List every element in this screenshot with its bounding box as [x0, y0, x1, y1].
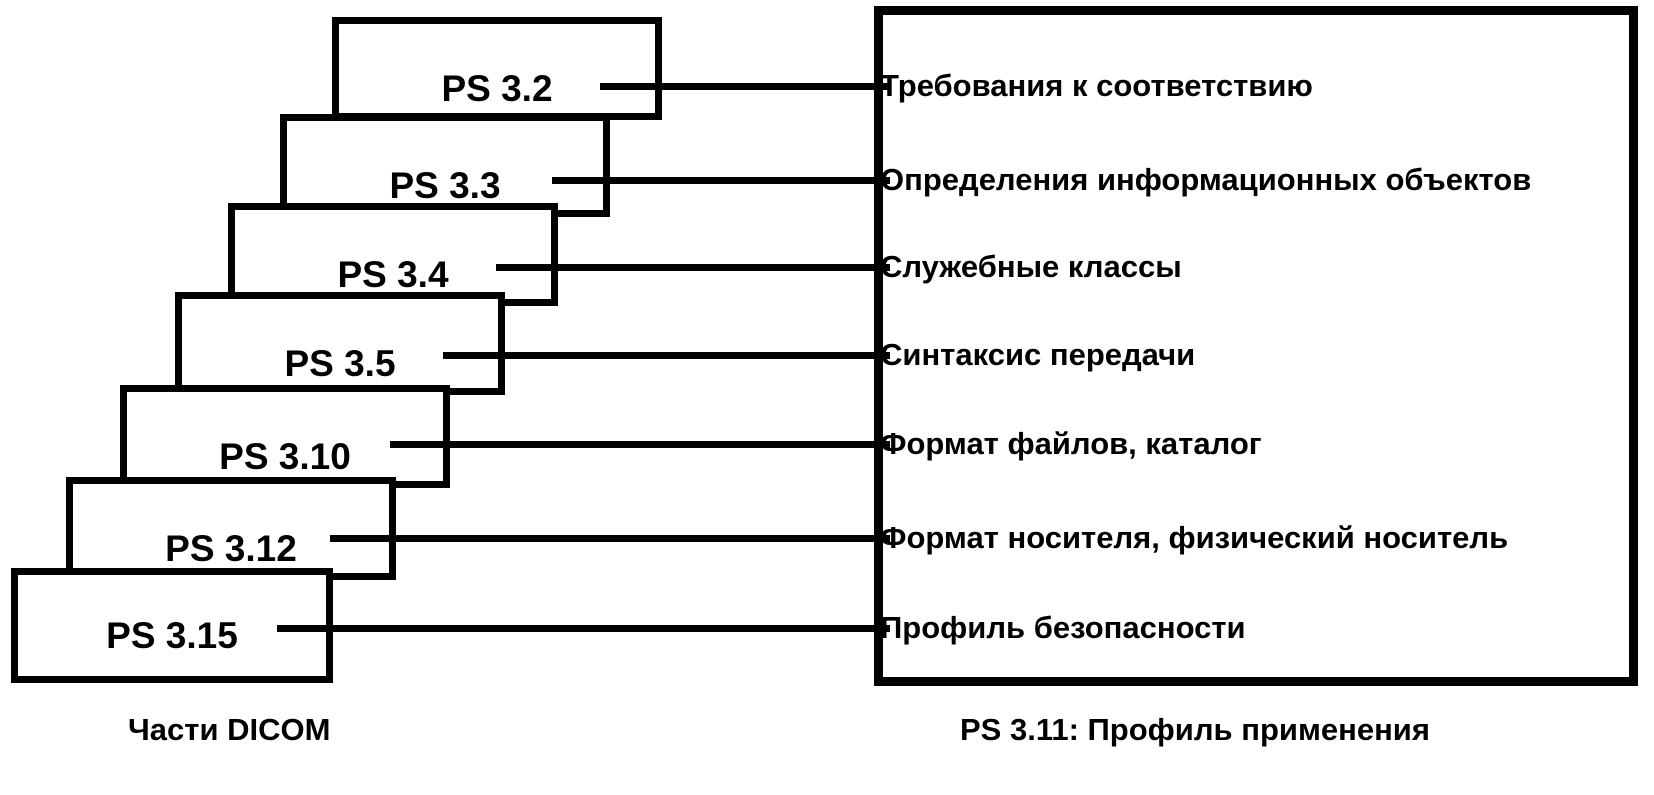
leader-line-ps-3-3	[552, 177, 890, 184]
description-ps-3-2: Требования к соответствию	[880, 68, 1313, 103]
leader-line-ps-3-2	[600, 83, 890, 90]
application-profile-box	[874, 6, 1638, 686]
description-ps-3-3: Определения информационных объектов	[880, 162, 1532, 197]
leader-line-ps-3-15	[277, 625, 890, 632]
part-label-ps-3-4: PS 3.4	[337, 254, 449, 295]
part-label-ps-3-15: PS 3.15	[106, 615, 238, 656]
part-box-ps-3-10[interactable]: PS 3.10	[120, 385, 450, 488]
part-box-ps-3-5[interactable]: PS 3.5	[175, 292, 505, 395]
part-box-ps-3-2[interactable]: PS 3.2	[332, 17, 662, 120]
leader-line-ps-3-12	[330, 535, 890, 542]
part-label-ps-3-12: PS 3.12	[165, 528, 297, 569]
leader-line-ps-3-5	[443, 352, 890, 359]
part-label-ps-3-10: PS 3.10	[219, 436, 351, 477]
part-box-ps-3-12[interactable]: PS 3.12	[66, 477, 396, 580]
caption-right: PS 3.11: Профиль применения	[960, 712, 1430, 747]
description-ps-3-12: Формат носителя, физический носитель	[880, 520, 1509, 555]
leader-line-ps-3-10	[390, 441, 890, 448]
description-ps-3-5: Синтаксис передачи	[880, 337, 1196, 372]
description-ps-3-10: Формат файлов, каталог	[880, 426, 1262, 461]
part-label-ps-3-2: PS 3.2	[441, 68, 553, 109]
part-label-ps-3-5: PS 3.5	[284, 343, 396, 384]
part-label-ps-3-3: PS 3.3	[389, 165, 501, 206]
description-ps-3-15: Профиль безопасности	[880, 610, 1246, 645]
part-box-ps-3-3[interactable]: PS 3.3	[280, 114, 610, 217]
leader-line-ps-3-4	[496, 264, 890, 271]
caption-left: Части DICOM	[128, 712, 331, 747]
description-ps-3-4: Служебные классы	[880, 249, 1182, 284]
part-box-ps-3-4[interactable]: PS 3.4	[228, 203, 558, 306]
